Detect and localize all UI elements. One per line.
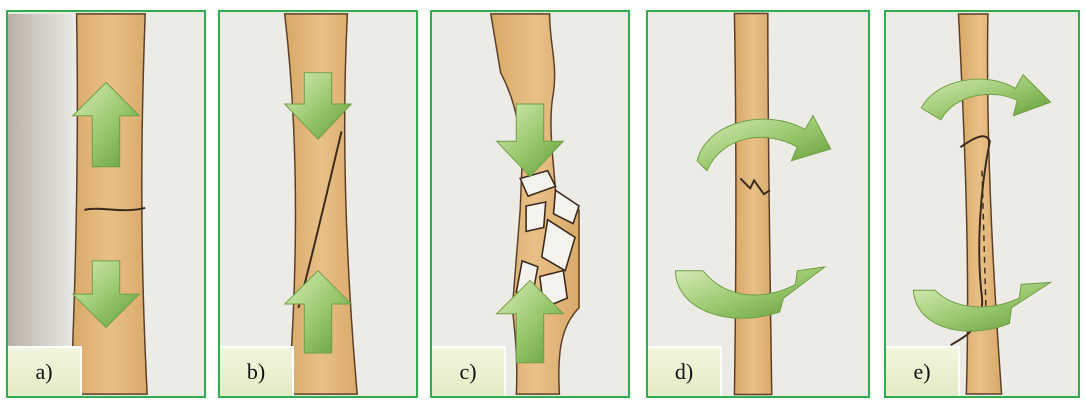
panel-label: a) <box>35 359 52 385</box>
panel-e: e) <box>884 10 1080 398</box>
bone-diagram-e <box>886 12 1078 396</box>
panel-label-box: c) <box>432 346 506 396</box>
panel-label-box: e) <box>886 346 960 396</box>
bone-diagram-b <box>220 12 416 396</box>
panel-c: c) <box>430 10 630 398</box>
panel-label: e) <box>913 359 930 385</box>
panel-label-box: d) <box>648 346 722 396</box>
bone-diagram-d <box>648 12 868 396</box>
panel-a: a) <box>6 10 206 398</box>
bone-diagram-a <box>8 12 204 396</box>
panel-label: c) <box>459 359 476 385</box>
panel-label: b) <box>247 359 265 385</box>
bone-diagram-c <box>432 12 628 396</box>
panel-label: d) <box>675 359 693 385</box>
panel-label-box: b) <box>220 346 294 396</box>
panel-label-box: a) <box>8 346 82 396</box>
panel-d: d) <box>646 10 870 398</box>
panel-b: b) <box>218 10 418 398</box>
bone-shaft <box>734 13 771 394</box>
bone-shaft <box>71 14 147 394</box>
